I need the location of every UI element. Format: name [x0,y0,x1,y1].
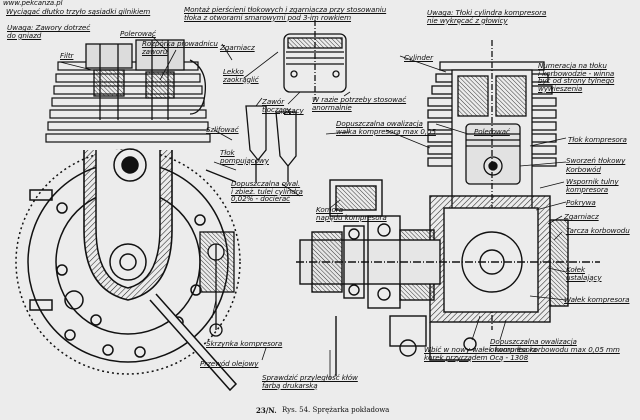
label-acceptable-oval: Dopuszczalna owalizacja wałka kompresora… [336,119,436,136]
label-filter: Filtr [60,51,74,60]
label-acceptable-cyl: Dopuszczalna owal. i zbież. tulei cylind… [231,179,303,204]
label-locating-pin: Kołek ustalający [566,265,602,282]
label-polish-right: Polerować [474,127,510,136]
label-montage: Montaż pierścieni tłokowych i zgarniacza… [184,5,387,22]
label-piston: Tłok pompującowy [220,148,269,165]
drive-shaft [296,179,600,376]
callout-leaders [59,35,567,380]
label-slightly-beveled: Lekko zaokrąglić [223,67,259,84]
label-piston-pin: Sworzeń tłokowy [566,156,626,165]
label-pressing: Wyciągać dłutko trzyło sąsiadki gilnikie… [6,7,151,16]
label-cylinder: Cylinder [404,53,433,62]
label-sleeve-press: Wbić w nowy wałek kompresora korek przyr… [424,345,537,362]
label-cover: Pokrywa [566,198,596,207]
figure-title: Rys. 54. Sprężarka pokładowa [282,406,390,414]
label-compressor-shaft: Wałek kompresora [564,295,630,304]
label-valves: Uwaga: Zawory dotrzeć do gniazd [7,23,91,40]
label-compressor-sleeve: Wspornik tulny kompresora [566,177,619,194]
label-crank-disc: Tarcza korbowodu [566,226,630,235]
label-fit-if-needed: W razie potrzeby stosować anormalnie [312,95,407,112]
label-spreader: Rozpórka prowadnicu zaworu [142,39,218,56]
label-oval-cap: Dopuszczalna owalizacja otworu łba korbo… [490,337,620,354]
label-polish-top: Polerować [120,29,156,38]
label-scraper: Zgarniacz [564,212,599,221]
label-valve-suction: ssący [284,106,304,115]
label-valve-pressure: Zawór tłoczący [262,97,291,114]
label-piston-numbering: Numeracja na tłoku i korbowodzie - winna… [538,61,615,93]
label-mark-check: Sprawdzić przyległość kłów farbą drukars… [262,373,358,390]
label-grind: Szlifować [206,125,239,134]
left-valve-head [85,39,207,120]
watermark: www.pekcanza.pl [3,0,63,7]
left-cylinder-fins [45,61,211,143]
figure-number: 23/N. [256,406,277,415]
left-crankcase [15,148,241,392]
label-caution-rings: Uwaga: Tłoki cylindra kompresora nie wyk… [427,8,547,25]
label-oil-duct: Przewód olejowy [200,359,259,368]
label-drive-chamber: Komora napędu kompresora [316,205,387,222]
label-compressor-piston: Tłok kompresora [568,135,627,144]
label-compressor-box: Skrzynka kompresora [206,339,283,348]
top-piston-detail [283,20,347,100]
right-compressor-cylinder [427,40,557,330]
label-scraper-top: Zgarniacz [220,43,255,52]
label-con-rod: Korbowód [566,165,601,174]
left-accessory-housing [199,105,297,337]
